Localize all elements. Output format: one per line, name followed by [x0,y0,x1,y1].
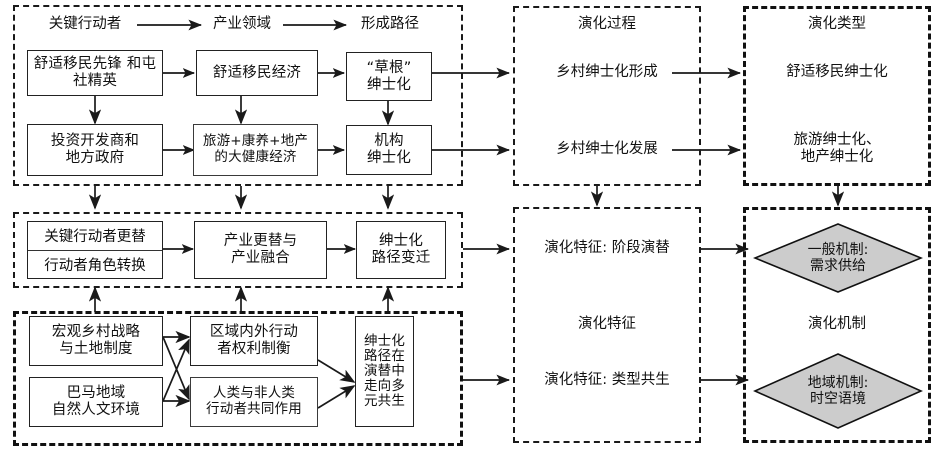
diamond-regional-mechanism[interactable]: 地域机制: 时空语境 [753,352,923,430]
node-amenity-migrant-economy[interactable]: 舒适移民经济 [196,50,318,96]
node-gentrification-path-change[interactable]: 绅士化 路径变迁 [356,221,446,279]
panel-evolution-type-title: 演化类型 [808,16,866,32]
actor-role-change-row-2: 行动者角色转换 [28,249,162,279]
panel-evolution-features [513,207,701,443]
diamond-shape-icon [752,223,924,293]
node-text: 宏观乡村战略 与土地制度 [51,324,141,357]
node-developers-local-gov[interactable]: 投资开发商和 地方政府 [27,124,163,176]
node-big-health-economy[interactable]: 旅游+康养+地产 的大健康经济 [193,124,318,176]
diamond-general-mechanism-label: 一般机制: 需求供给 [807,241,869,274]
node-text: “草根” 绅士化 [366,59,412,93]
evolution-type-item-2: 旅游绅士化、 地产绅士化 [793,132,881,166]
evolution-feature-item-2: 演化特征: 类型共生 [544,372,670,388]
node-actor-power-balance[interactable]: 区域内外行动 者权利制衡 [190,316,318,366]
node-industry-succession-fusion[interactable]: 产业更替与 产业融合 [194,221,327,279]
node-text: 人类与非人类 行动者共同作用 [206,385,302,417]
evolution-process-item-2: 乡村绅士化发展 [556,141,658,157]
node-institutional-gentrification[interactable]: 机构 绅士化 [346,125,432,175]
node-text: 投资开发商和 地方政府 [50,133,140,166]
evolution-feature-item-1: 演化特征: 阶段演替 [544,240,670,256]
panel-mechanism-drivers [13,311,463,446]
panel-path-transition [13,212,463,288]
node-text: 旅游+康养+地产 的大健康经济 [202,133,309,165]
node-human-nonhuman-actors[interactable]: 人类与非人类 行动者共同作用 [190,377,318,427]
node-text: 巴马地域 自然人文环境 [51,385,141,418]
panel-evolution-mechanism-title: 演化机制 [808,316,866,332]
header-formation-path: 形成路径 [361,16,419,32]
panel-evolution-process-title: 演化过程 [578,16,636,32]
node-text: 产业更替与 产业融合 [223,233,298,266]
diamond-general-mechanism[interactable]: 一般机制: 需求供给 [752,222,924,294]
evolution-type-item-1: 舒适移民绅士化 [786,64,888,80]
actor-succession-row-1: 关键行动者更替 [44,229,146,246]
node-actor-succession-stack[interactable]: 关键行动者更替 行动者角色转换 [27,221,163,279]
diamond-shape-icon [753,353,923,429]
panel-evolution-process [513,6,701,186]
node-text: 绅士化 路径在 演替中 走向多 元共生 [363,332,406,410]
node-text: 区域内外行动 者权利制衡 [209,324,299,357]
diamond-regional-mechanism-label: 地域机制: 时空语境 [807,374,869,407]
evolution-process-item-1: 乡村绅士化形成 [556,64,658,80]
node-text: 舒适移民经济 [212,64,302,81]
node-path-toward-symbiosis[interactable]: 绅士化 路径在 演替中 走向多 元共生 [355,316,414,427]
panel-formation-paths [13,5,463,186]
node-bama-local-environment[interactable]: 巴马地域 自然人文环境 [29,377,163,427]
panel-evolution-mechanism [743,207,931,443]
node-grassroots-gentrification[interactable]: “草根” 绅士化 [346,52,432,101]
panel-evolution-type [743,6,931,186]
header-key-actors: 关键行动者 [48,16,122,32]
node-text: 机构 绅士化 [366,133,412,166]
panel-evolution-features-title: 演化特征 [578,316,636,332]
node-text: 绅士化 路径变迁 [371,233,431,266]
node-macro-rural-strategy[interactable]: 宏观乡村战略 与土地制度 [29,316,163,366]
node-amenity-migrant-pioneers[interactable]: 舒适移民先锋 和屯社精英 [27,50,163,96]
header-industry-field: 产业领域 [213,16,271,32]
